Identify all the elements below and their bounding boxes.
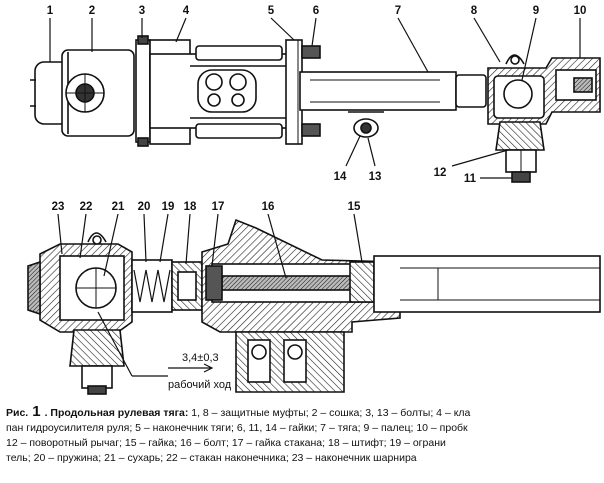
callout-6: 6 (313, 5, 319, 17)
callout-18: 18 (184, 201, 197, 213)
callout-21: 21 (112, 201, 125, 213)
callout-12: 12 (434, 167, 447, 179)
lower-leaders (57, 213, 363, 377)
callout-11: 11 (464, 173, 477, 185)
ball-pin-9 (503, 79, 533, 109)
caption-line-2: пан гидроусилителя руля; 5 – наконечник … (6, 422, 468, 434)
callout-3: 3 (139, 5, 145, 17)
dimension-label: рабочий ход (168, 379, 232, 391)
callout-2: 2 (89, 5, 95, 17)
callout-14: 14 (334, 171, 347, 183)
rod-7 (299, 71, 457, 111)
callout-22: 22 (80, 201, 93, 213)
caption-line-1: Рис.1. Продольная рулевая тяга: 1, 8 – з… (6, 404, 604, 421)
caption-line-3: 12 – поворотный рычаг; 15 – гайка; 16 – … (6, 437, 446, 449)
upper-view (30, 35, 601, 183)
bolt-16 (221, 275, 369, 291)
callout-4: 4 (183, 5, 190, 17)
callout-13: 13 (369, 171, 382, 183)
caption-text-1: 1, 8 – защитные муфты; 2 – сошка; 3, 13 … (191, 407, 471, 419)
callout-17: 17 (212, 201, 225, 213)
callout-1: 1 (47, 5, 54, 17)
lower-stem (69, 329, 125, 367)
callout-9: 9 (533, 5, 539, 17)
lower-view (27, 218, 601, 395)
lower-callouts: 23 22 21 20 19 18 17 16 15 (52, 201, 361, 213)
callout-7: 7 (395, 5, 401, 17)
upper-leaders (49, 17, 581, 179)
caption-line-4: тель; 20 – пружина; 21 – сухарь; 22 – ст… (6, 452, 417, 464)
callout-19: 19 (162, 201, 175, 213)
callout-16: 16 (262, 201, 275, 213)
callout-15: 15 (348, 201, 361, 213)
callout-10: 10 (574, 5, 587, 17)
callout-5: 5 (268, 5, 275, 17)
steering-arm-12 (495, 121, 545, 151)
figure-number: 1 (32, 404, 41, 420)
callout-8: 8 (471, 5, 478, 17)
figure-title: . Продольная рулевая тяга: (44, 407, 189, 419)
figure-caption: Рис.1. Продольная рулевая тяга: 1, 8 – з… (6, 404, 604, 466)
callout-20: 20 (138, 201, 151, 213)
nut-15 (349, 261, 375, 303)
callout-23: 23 (52, 201, 65, 213)
figure-label: Рис. (6, 407, 29, 419)
dimension-value: 3,4±0,3 (182, 352, 219, 364)
